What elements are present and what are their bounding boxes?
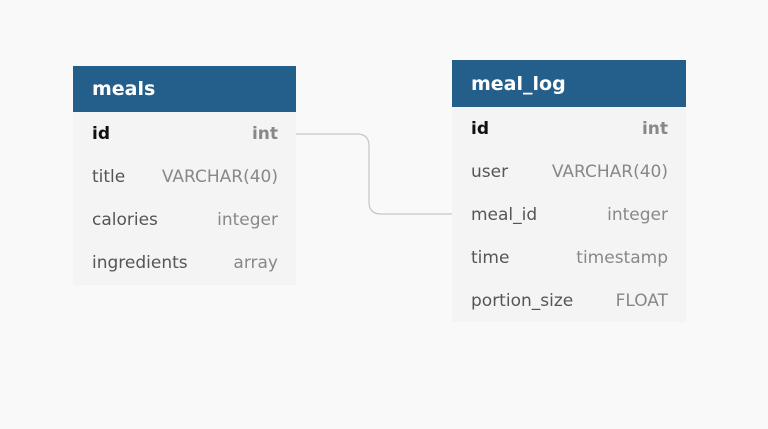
column-row-id[interactable]: id int [73,112,296,155]
column-row-ingredients[interactable]: ingredients array [73,241,296,284]
column-name: time [471,247,510,268]
table-header[interactable]: meals [73,66,296,112]
column-type: int [251,123,278,144]
column-row-user[interactable]: user VARCHAR(40) [452,150,686,193]
column-name: user [471,161,509,182]
column-type: VARCHAR(40) [161,166,278,187]
column-row-meal-id[interactable]: meal_id integer [452,193,686,236]
column-type: integer [217,209,278,230]
column-row-portion-size[interactable]: portion_size FLOAT [452,279,686,322]
column-name: calories [92,209,158,230]
column-type: FLOAT [615,290,668,311]
column-row-time[interactable]: time timestamp [452,236,686,279]
column-row-title[interactable]: title VARCHAR(40) [73,155,296,198]
column-type: array [233,252,278,273]
table-meal-log[interactable]: meal_log id int user VARCHAR(40) meal_id… [452,60,686,322]
column-type: VARCHAR(40) [551,161,668,182]
column-row-calories[interactable]: calories integer [73,198,296,241]
table-meals[interactable]: meals id int title VARCHAR(40) calories … [73,66,296,285]
table-header[interactable]: meal_log [452,60,686,107]
column-type: timestamp [576,247,668,268]
column-name: id [471,118,489,139]
table-title: meals [92,78,156,100]
column-row-id[interactable]: id int [452,107,686,150]
column-type: int [641,118,668,139]
relation-line-meals-id-to-meal-log-meal-id [296,133,452,215]
column-name: ingredients [92,252,188,273]
column-name: title [92,166,126,187]
column-name: id [92,123,110,144]
table-title: meal_log [471,72,566,95]
column-type: integer [607,204,668,225]
column-name: portion_size [471,290,574,311]
column-name: meal_id [471,204,538,225]
